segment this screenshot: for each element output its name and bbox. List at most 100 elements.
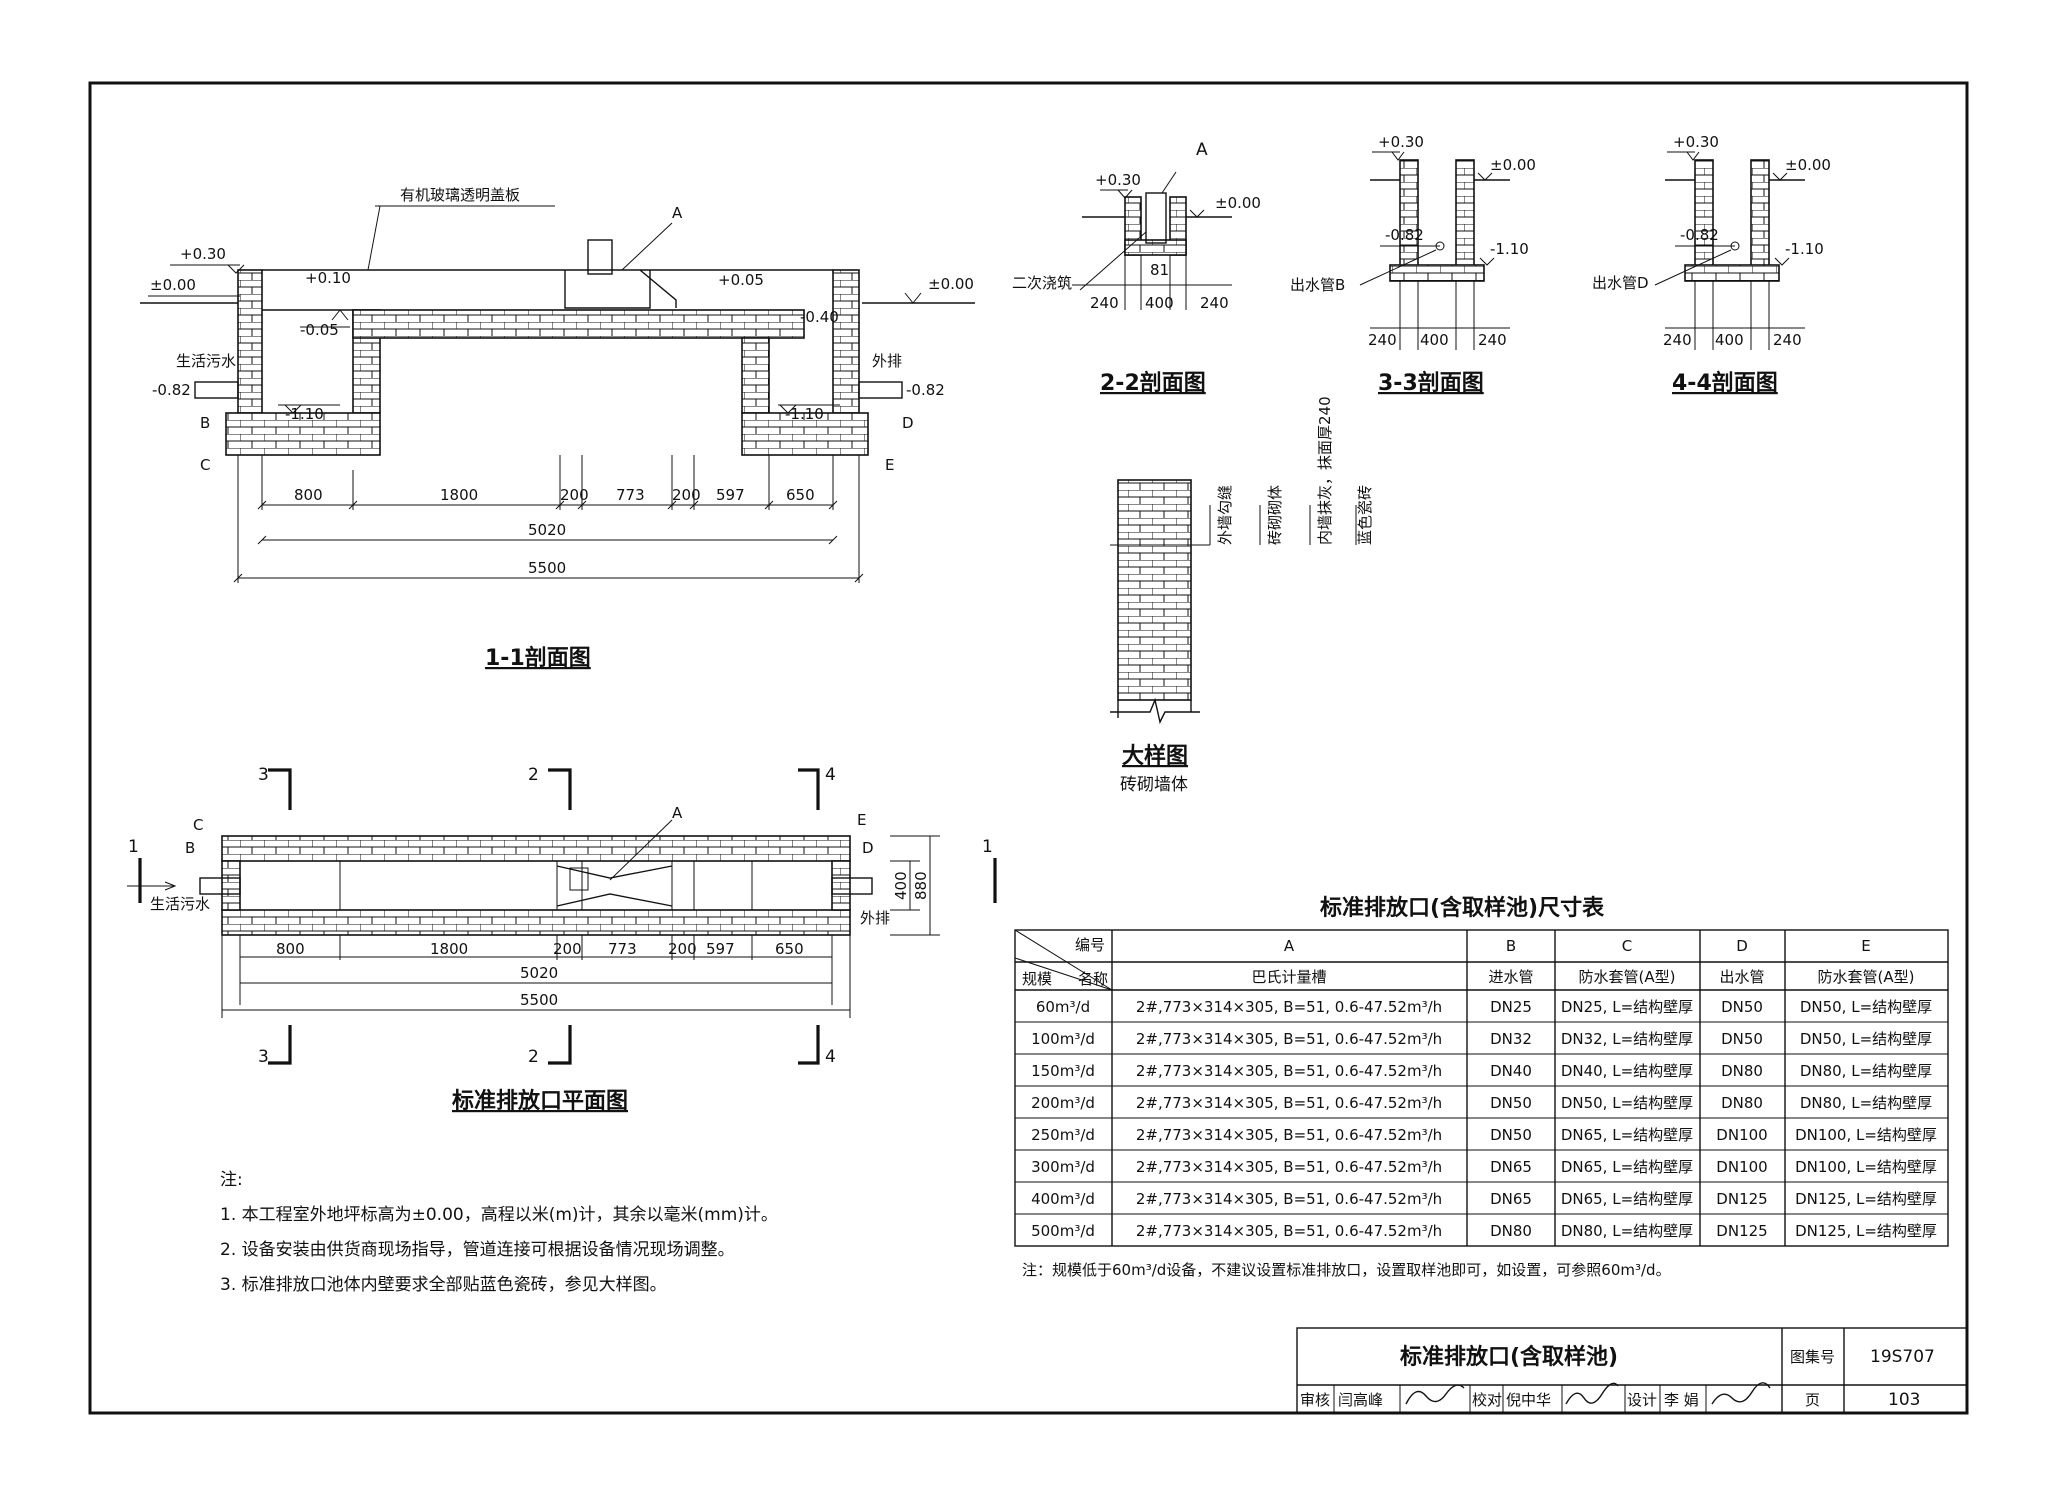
level-m110-right: -1.10 xyxy=(785,405,824,423)
s44-dim1: 240 xyxy=(1663,331,1692,349)
level-p010: +0.10 xyxy=(305,269,351,287)
checker: 倪中华 xyxy=(1506,1391,1551,1409)
s44-pipe: 出水管D xyxy=(1592,274,1649,292)
table-cell: 100m³/d xyxy=(1031,1030,1095,1048)
cut2-bottom: 2 xyxy=(528,1047,539,1067)
s22-a: A xyxy=(1196,140,1208,160)
table-cell: 2#,773×314×305, B=51, 0.6-47.52m³/h xyxy=(1136,1062,1442,1080)
s22-dim2: 400 xyxy=(1145,294,1174,312)
section-3-3 xyxy=(1359,151,1510,350)
plan-e: E xyxy=(857,811,866,829)
table-cell: 2#,773×314×305, B=51, 0.6-47.52m³/h xyxy=(1136,1158,1442,1176)
s33-dim2: 400 xyxy=(1420,331,1449,349)
detail-label-3: 内墙抹灰，抹面厚240 xyxy=(1316,396,1334,545)
table-col-letter: C xyxy=(1622,937,1632,955)
table-cell: DN50, L=结构壁厚 xyxy=(1800,998,1932,1016)
plan-c: C xyxy=(193,816,203,834)
table-cell: 400m³/d xyxy=(1031,1190,1095,1208)
table-cell: 2#,773×314×305, B=51, 0.6-47.52m³/h xyxy=(1136,1126,1442,1144)
table-cell: DN50, L=结构壁厚 xyxy=(1561,1094,1693,1112)
label-c: C xyxy=(200,456,210,474)
note-2: 2. 设备安装由供货商现场指导，管道连接可根据设备情况现场调整。 xyxy=(220,1240,735,1260)
table-cell: DN50, L=结构壁厚 xyxy=(1800,1030,1932,1048)
table-cell: DN65, L=结构壁厚 xyxy=(1561,1126,1693,1144)
section-4-4 xyxy=(1654,151,1805,350)
plan-b: B xyxy=(185,839,195,857)
notes-heading: 注: xyxy=(220,1170,243,1190)
table-cell: DN80, L=结构壁厚 xyxy=(1800,1094,1932,1112)
s33-dim1: 240 xyxy=(1368,331,1397,349)
page-label: 页 xyxy=(1805,1391,1820,1409)
reviewer: 闫高峰 xyxy=(1338,1391,1383,1409)
table-cell: DN100 xyxy=(1716,1158,1767,1176)
section-3-3-title: 3-3剖面图 xyxy=(1378,370,1484,396)
table-cell: DN100, L=结构壁厚 xyxy=(1795,1158,1937,1176)
table-cell: DN50 xyxy=(1490,1094,1532,1112)
title-block xyxy=(1296,1327,1968,1414)
s33-p000: ±0.00 xyxy=(1490,156,1536,174)
detail-label-2: 砖砌砌体 xyxy=(1266,485,1284,545)
table-col-letter: A xyxy=(1284,937,1295,955)
table-cell: DN125 xyxy=(1716,1222,1767,1240)
note-3: 3. 标准排放口池体内壁要求全部贴蓝色瓷砖，参见大样图。 xyxy=(220,1275,667,1295)
dim-200b: 200 xyxy=(672,486,701,504)
plan-inflow: 生活污水 xyxy=(150,895,210,913)
table-cell: 60m³/d xyxy=(1036,998,1090,1016)
dim-5500: 5500 xyxy=(528,559,566,577)
table-cell: DN65, L=结构壁厚 xyxy=(1561,1190,1693,1208)
sheet-border xyxy=(88,81,1969,1415)
table-col-letter: B xyxy=(1506,937,1516,955)
level-m110-left: -1.10 xyxy=(285,405,324,423)
table-cell: DN125 xyxy=(1716,1190,1767,1208)
cut3-top: 3 xyxy=(258,765,269,785)
table-cell: DN80 xyxy=(1721,1094,1763,1112)
plan-d: D xyxy=(862,839,874,857)
label-d: D xyxy=(902,414,914,432)
dim-800: 800 xyxy=(294,486,323,504)
table-cell: DN80, L=结构壁厚 xyxy=(1800,1062,1932,1080)
section-2-2 xyxy=(1072,171,1232,310)
s44-p000: ±0.00 xyxy=(1785,156,1831,174)
table-col-name: 进水管 xyxy=(1488,968,1533,986)
table-cell: 2#,773×314×305, B=51, 0.6-47.52m³/h xyxy=(1136,998,1442,1016)
detail-label-4: 蓝色瓷砖 xyxy=(1356,485,1374,545)
s22-dim1: 240 xyxy=(1090,294,1119,312)
s22-81: 81 xyxy=(1150,261,1169,279)
plan-a: A xyxy=(672,804,683,822)
table-cell: DN32 xyxy=(1490,1030,1532,1048)
table-cell: DN25 xyxy=(1490,998,1532,1016)
table-cell: DN40, L=结构壁厚 xyxy=(1561,1062,1693,1080)
table-cell: DN80 xyxy=(1721,1062,1763,1080)
plan-dim-5500: 5500 xyxy=(520,991,558,1009)
section-1-1 xyxy=(140,205,975,583)
table-cell: 2#,773×314×305, B=51, 0.6-47.52m³/h xyxy=(1136,1222,1442,1240)
design-label: 设计 xyxy=(1627,1391,1657,1409)
plan-width-880: 880 xyxy=(912,871,930,900)
table-cell: DN50 xyxy=(1721,1030,1763,1048)
table-cell: DN125, L=结构壁厚 xyxy=(1795,1222,1937,1240)
level-m082-left: -0.82 xyxy=(152,381,191,399)
s44-dim2: 400 xyxy=(1715,331,1744,349)
table-header-name: 名称 xyxy=(1078,970,1108,988)
plan-dim-650: 650 xyxy=(775,940,804,958)
plan-dim-1800: 1800 xyxy=(430,940,468,958)
dim-1800: 1800 xyxy=(440,486,478,504)
label-e: E xyxy=(885,456,894,474)
plan-outflow: 外排 xyxy=(860,909,890,927)
dim-650: 650 xyxy=(786,486,815,504)
cut3-bottom: 3 xyxy=(258,1047,269,1067)
table-cell: DN125, L=结构壁厚 xyxy=(1795,1190,1937,1208)
table-cell: DN80 xyxy=(1490,1222,1532,1240)
cut1-left: 1 xyxy=(128,837,139,857)
inflow-label: 生活污水 xyxy=(176,352,236,370)
level-p000-left: ±0.00 xyxy=(150,276,196,294)
level-p005: +0.05 xyxy=(718,271,764,289)
level-m040: -0.40 xyxy=(800,308,839,326)
level-m082-right: -0.82 xyxy=(906,381,945,399)
detail-title: 大样图 xyxy=(1122,743,1188,769)
detail-wall xyxy=(1110,479,1357,725)
table-cell: 250m³/d xyxy=(1031,1126,1095,1144)
level-m005: -0.05 xyxy=(300,321,339,339)
atlas-no: 19S707 xyxy=(1870,1347,1935,1367)
s33-m110: -1.10 xyxy=(1490,240,1529,258)
